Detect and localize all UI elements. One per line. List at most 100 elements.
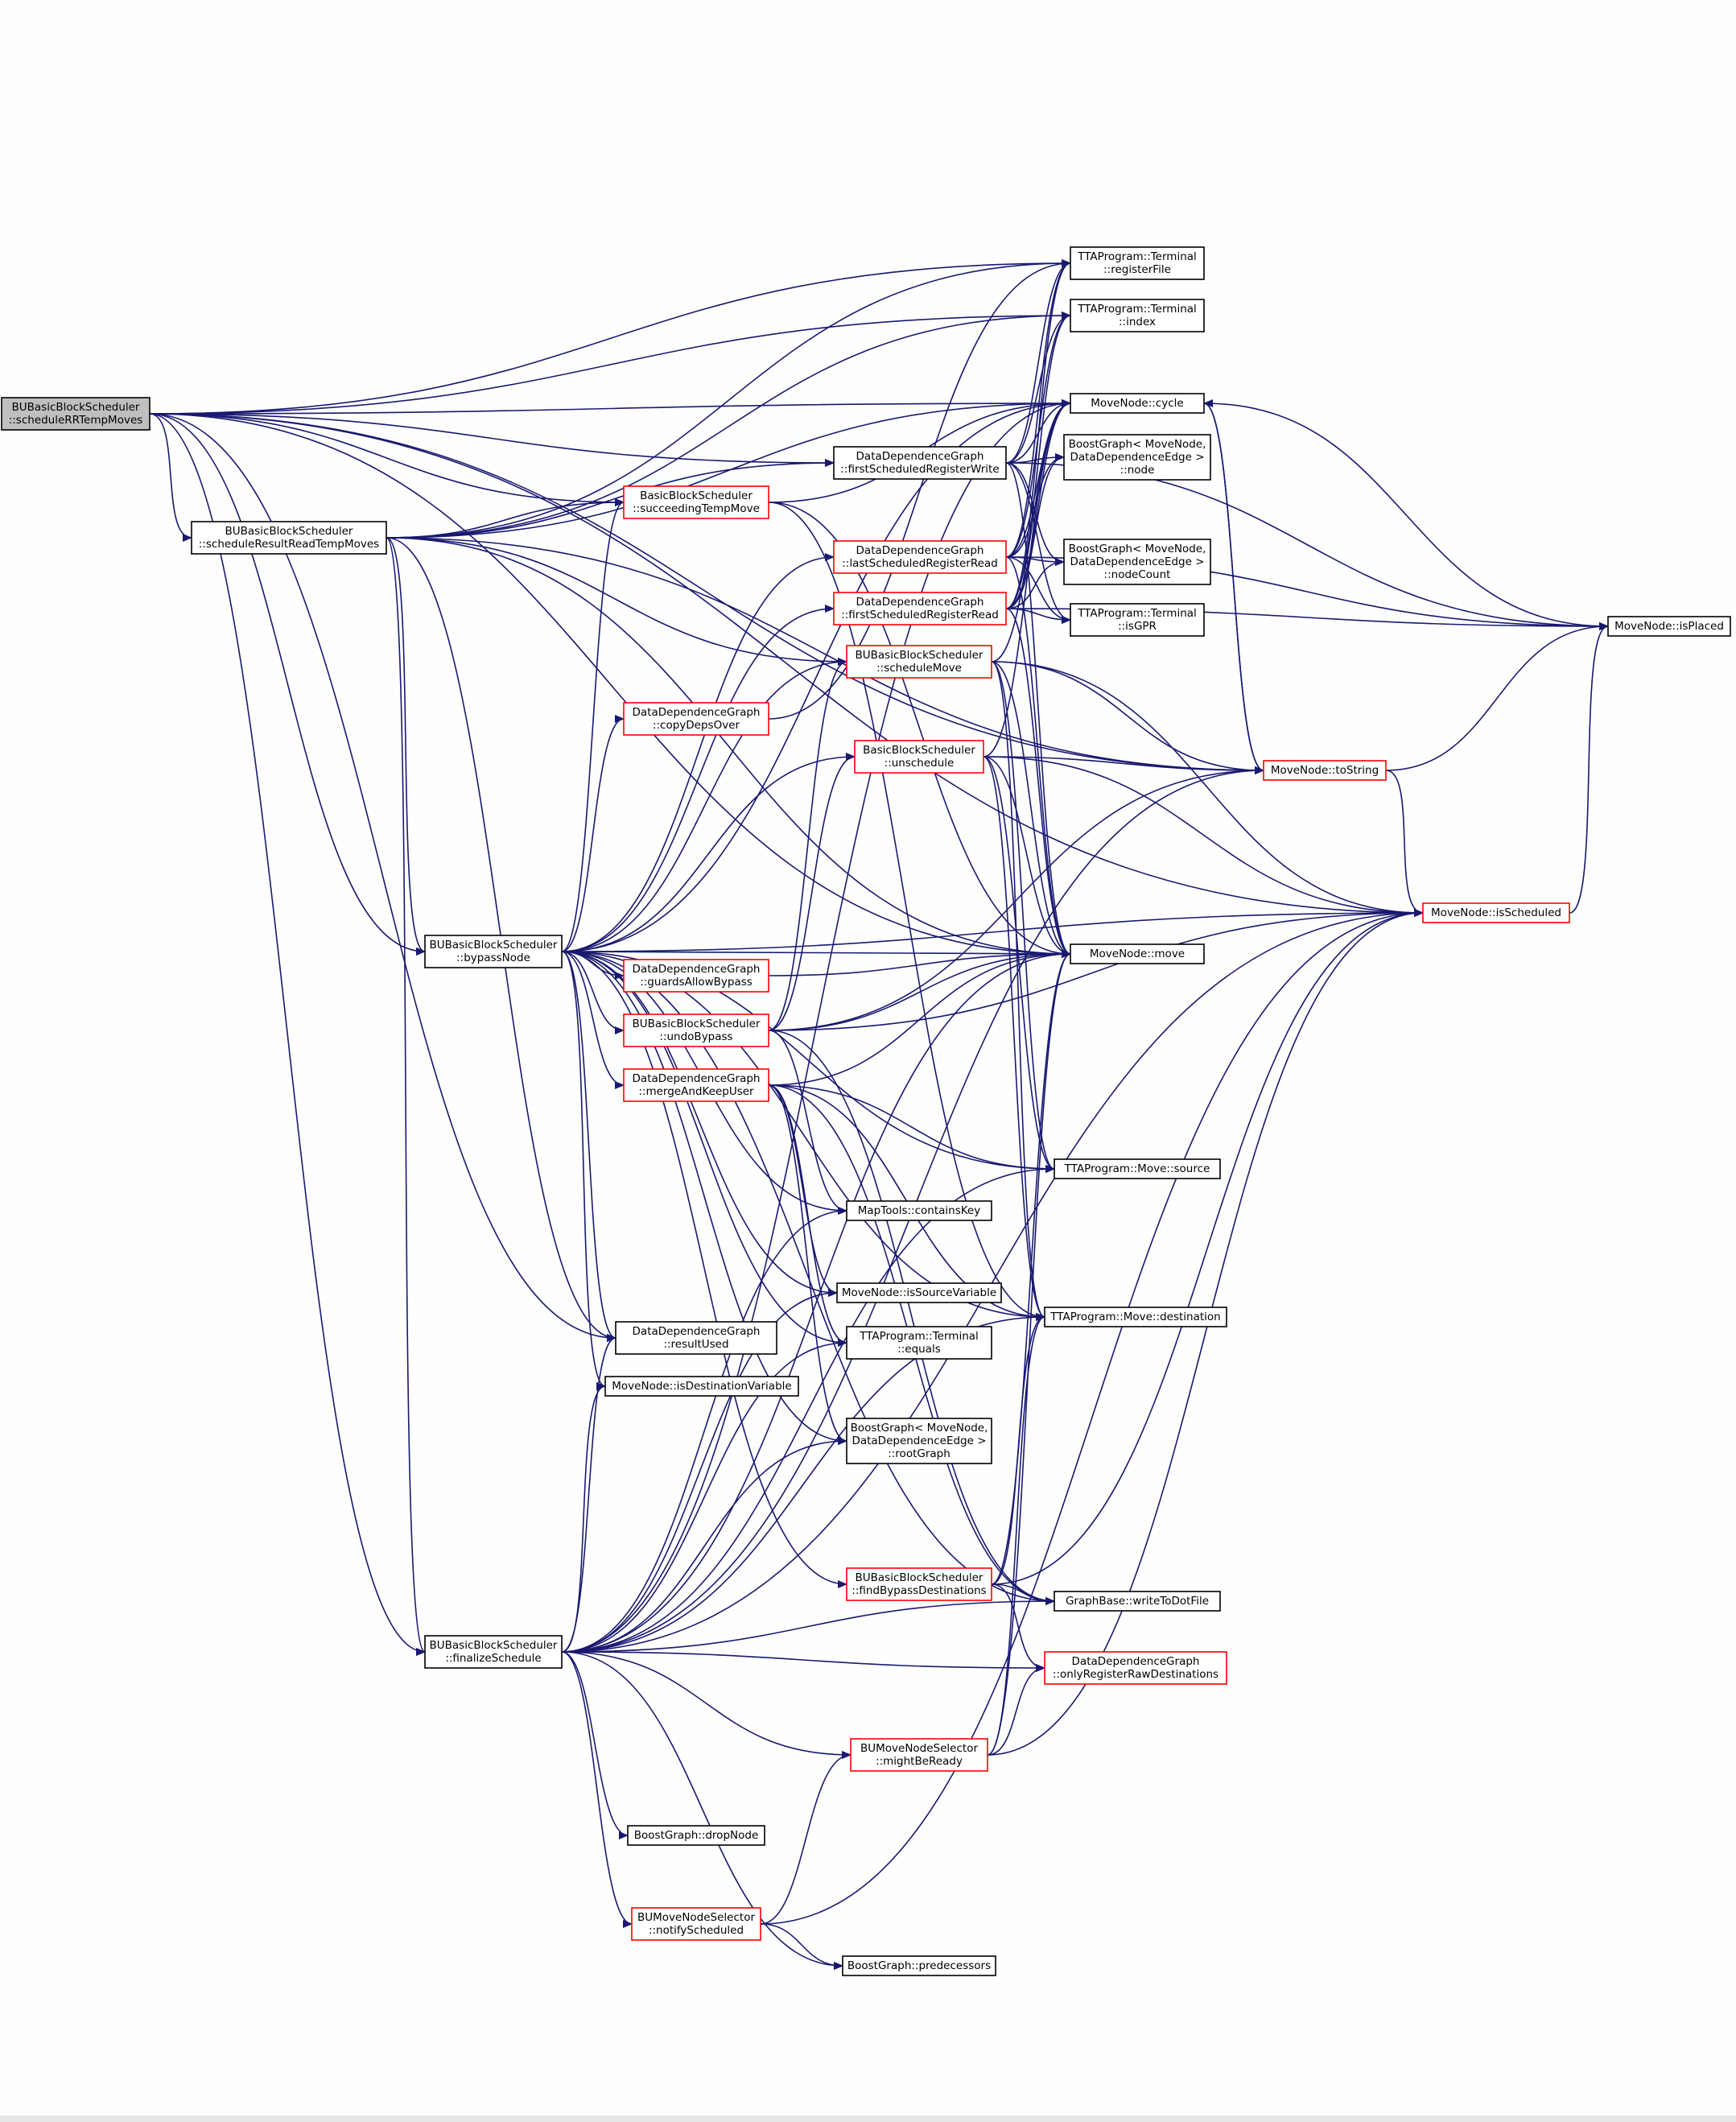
node-box	[1054, 1158, 1221, 1179]
node-toString[interactable]: MoveNode::toString	[1263, 760, 1387, 781]
node-label-line: MoveNode::isPlaced	[1614, 620, 1724, 633]
node-label-line: BUBasicBlockScheduler	[225, 525, 353, 538]
edge-scheduleResultReadTempMoves-to-finalizeSchedule	[386, 537, 426, 1656]
node-root[interactable]: BUBasicBlockScheduler::scheduleRRTempMov…	[1, 397, 151, 431]
node-bypassNode[interactable]: BUBasicBlockScheduler::bypassNode	[424, 935, 563, 968]
node-box	[623, 1014, 769, 1047]
edge-firstScheduledRegisterRead-to-node	[1005, 453, 1065, 609]
edge-root-to-isScheduled	[149, 413, 1424, 917]
node-label-line: TTAProgram::Terminal	[1077, 607, 1197, 620]
edge-finalizeSchedule-to-containsKey	[561, 1207, 847, 1653]
node-isGPR[interactable]: TTAProgram::Terminal::isGPR	[1070, 603, 1205, 637]
node-predecessors[interactable]: BoostGraph::predecessors	[842, 1955, 996, 1976]
node-mergeAndKeepUser[interactable]: DataDependenceGraph::mergeAndKeepUser	[623, 1068, 769, 1102]
node-label-line: ::firstScheduledRegisterRead	[841, 609, 999, 621]
node-label-line: ::registerFile	[1103, 263, 1171, 276]
edge-scheduleMove-to-source	[991, 661, 1055, 1173]
edge-succeedingTempMove-to-destination	[768, 502, 1045, 1321]
node-guardsAllowBypass[interactable]: DataDependenceGraph::guardsAllowBypass	[623, 959, 769, 993]
node-notifyScheduled[interactable]: BUMoveNodeSelector::notifyScheduled	[631, 1907, 761, 1941]
nodes-layer: BUBasicBlockScheduler::scheduleRRTempMov…	[1, 246, 1731, 1976]
edge-undoBypass-to-unschedule	[768, 753, 856, 1031]
node-isScheduled[interactable]: MoveNode::isScheduled	[1422, 902, 1570, 923]
node-scheduleResultReadTempMoves[interactable]: BUBasicBlockScheduler::scheduleResultRea…	[191, 521, 387, 555]
node-mightBeReady[interactable]: BUMoveNodeSelector::mightBeReady	[850, 1738, 988, 1772]
node-box	[191, 521, 387, 555]
node-label-line: MoveNode::isScheduled	[1431, 906, 1561, 919]
edge-mightBeReady-to-isScheduled	[987, 909, 1424, 1756]
node-index[interactable]: TTAProgram::Terminal::index	[1070, 299, 1205, 332]
node-copyDepsOver[interactable]: DataDependenceGraph::copyDepsOver	[623, 702, 769, 736]
node-scheduleMove[interactable]: BUBasicBlockScheduler::scheduleMove	[846, 645, 992, 679]
node-label-line: DataDependenceEdge >	[1070, 451, 1204, 464]
node-rootGraph[interactable]: BoostGraph< MoveNode,DataDependenceEdge …	[846, 1418, 992, 1464]
edge-mightBeReady-to-onlyRegisterRawDestinations	[987, 1664, 1045, 1756]
node-label-line: BUMoveNodeSelector	[860, 1742, 978, 1755]
node-box	[424, 1635, 563, 1669]
node-label-line: BoostGraph< MoveNode,	[851, 1422, 988, 1435]
edge-finalizeSchedule-to-isSourceVariable	[561, 1289, 838, 1653]
node-succeedingTempMove[interactable]: BasicBlockScheduler::succeedingTempMove	[623, 485, 769, 519]
edge-finalizeSchedule-to-mightBeReady	[561, 1651, 852, 1759]
node-destination[interactable]: TTAProgram::Move::destination	[1044, 1307, 1227, 1327]
edge-bypassNode-to-isSourceVariable	[561, 951, 838, 1297]
node-writeToDotFile[interactable]: GraphBase::writeToDotFile	[1054, 1591, 1221, 1612]
node-label-line: MoveNode::cycle	[1091, 397, 1183, 410]
node-firstScheduledRegisterWrite[interactable]: DataDependenceGraph::firstScheduledRegis…	[833, 446, 1007, 480]
node-label-line: ::mergeAndKeepUser	[638, 1085, 754, 1098]
edge-succeedingTempMove-to-move	[768, 502, 1071, 958]
node-label-line: ::unschedule	[884, 757, 955, 770]
edge-unschedule-to-isScheduled	[983, 756, 1424, 917]
node-label-line: DataDependenceGraph	[856, 450, 984, 463]
node-lastScheduledRegisterRead[interactable]: DataDependenceGraph::lastScheduledRegist…	[833, 540, 1007, 574]
edge-toString-to-cycle	[1203, 399, 1264, 771]
node-box	[846, 1567, 992, 1601]
edge-root-to-resultUsed	[149, 413, 616, 1342]
node-registerFile[interactable]: TTAProgram::Terminal::registerFile	[1070, 246, 1205, 280]
node-onlyRegisterRawDestinations[interactable]: DataDependenceGraph::onlyRegisterRawDest…	[1044, 1651, 1227, 1685]
node-dropNode[interactable]: BoostGraph::dropNode	[627, 1825, 765, 1846]
edge-mergeAndKeepUser-to-rootGraph	[768, 1084, 847, 1445]
edge-undoBypass-to-writeToDotFile	[768, 1030, 1055, 1605]
node-box	[1044, 1651, 1227, 1685]
node-move[interactable]: MoveNode::move	[1070, 943, 1205, 964]
edge-finalizeSchedule-to-writeToDotFile	[561, 1597, 1055, 1653]
node-isDestinationVariable[interactable]: MoveNode::isDestinationVariable	[604, 1376, 799, 1397]
node-undoBypass[interactable]: BUBasicBlockScheduler::undoBypass	[623, 1014, 769, 1047]
node-label-line: ::copyDepsOver	[653, 719, 740, 732]
node-label-line: BUBasicBlockScheduler	[430, 1639, 558, 1652]
edge-bypassNode-to-resultUsed	[561, 951, 616, 1342]
node-equals[interactable]: TTAProgram::Terminal::equals	[846, 1326, 992, 1360]
edge-mightBeReady-to-destination	[987, 1313, 1045, 1756]
node-label-line: BoostGraph::predecessors	[847, 1959, 991, 1972]
node-resultUsed[interactable]: DataDependenceGraph::resultUsed	[615, 1321, 777, 1355]
node-box	[850, 1738, 988, 1772]
node-box	[1070, 393, 1205, 414]
node-isPlaced[interactable]: MoveNode::isPlaced	[1607, 616, 1731, 637]
node-label-line: ::lastScheduledRegisterRead	[842, 557, 998, 570]
node-label-line: MoveNode::move	[1090, 947, 1185, 960]
node-unschedule[interactable]: BasicBlockScheduler::unschedule	[854, 740, 984, 774]
node-firstScheduledRegisterRead[interactable]: DataDependenceGraph::firstScheduledRegis…	[833, 592, 1007, 625]
node-box	[623, 1068, 769, 1102]
node-containsKey[interactable]: MapTools::containsKey	[846, 1200, 992, 1221]
node-label-line: DataDependenceGraph	[856, 596, 984, 609]
edge-scheduleResultReadTempMoves-to-cycle	[386, 399, 1071, 539]
node-label-line: ::isGPR	[1118, 620, 1157, 633]
node-findBypassDestinations[interactable]: BUBasicBlockScheduler::findBypassDestina…	[846, 1567, 992, 1601]
node-nodeCount[interactable]: BoostGraph< MoveNode,DataDependenceEdge …	[1063, 539, 1211, 585]
node-source[interactable]: TTAProgram::Move::source	[1054, 1158, 1221, 1179]
node-label-line: BUBasicBlockScheduler	[856, 649, 983, 662]
edge-bypassNode-to-equals	[561, 951, 847, 1347]
node-isSourceVariable[interactable]: MoveNode::isSourceVariable	[836, 1282, 1002, 1303]
node-label-line: MoveNode::isDestinationVariable	[612, 1380, 791, 1393]
edge-root-to-index	[149, 312, 1071, 415]
node-node[interactable]: BoostGraph< MoveNode,DataDependenceEdge …	[1063, 434, 1211, 481]
edge-notifyScheduled-to-isScheduled	[760, 909, 1424, 1925]
node-finalizeSchedule[interactable]: BUBasicBlockScheduler::finalizeSchedule	[424, 1635, 563, 1669]
node-cycle[interactable]: MoveNode::cycle	[1070, 393, 1205, 414]
node-label-line: BoostGraph< MoveNode,	[1069, 438, 1206, 451]
node-label-line: ::succeedingTempMove	[633, 502, 760, 515]
node-box	[836, 1282, 1002, 1303]
edge-root-to-bypassNode	[149, 413, 426, 956]
